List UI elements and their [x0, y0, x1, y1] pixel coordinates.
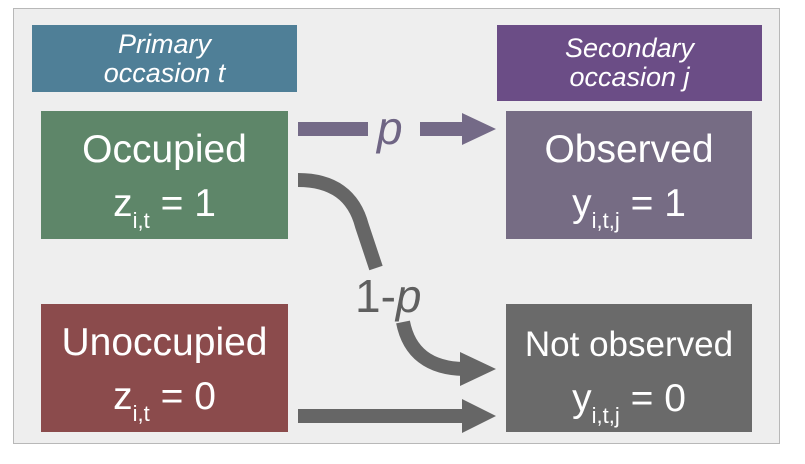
certain-arrow-head	[462, 399, 496, 433]
occupied-box: Occupied zi,t = 1	[41, 111, 288, 239]
one-minus-p-arrow-upper	[297, 173, 383, 271]
occupied-var-symbol: z	[113, 182, 133, 225]
p-arrow-label: p	[377, 102, 403, 154]
unoccupied-label: Unoccupied	[61, 321, 268, 364]
secondary-occasion-header: Secondary occasion j	[497, 25, 762, 101]
one-minus-p-arrow-head	[460, 352, 496, 386]
observed-variable: yi,t,j = 1	[506, 182, 752, 243]
primary-header-line2: occasion t	[103, 57, 226, 88]
not-observed-var-subscript: i,t,j	[591, 403, 620, 428]
observed-var-subscript: i,t,j	[591, 208, 620, 233]
p-arrow-head	[462, 113, 496, 145]
one-minus-p-symbol: p	[395, 270, 422, 322]
observed-var-value: = 1	[630, 182, 686, 225]
unoccupied-var-subscript: i,t	[132, 401, 150, 426]
observed-box: Observed yi,t,j = 1	[506, 111, 752, 239]
occupied-variable: zi,t = 1	[41, 182, 288, 243]
occupied-var-value: = 1	[160, 182, 216, 225]
unoccupied-var-value: = 0	[160, 375, 216, 418]
not-observed-var-value: = 0	[630, 377, 686, 420]
primary-occasion-header: Primary occasion t	[32, 25, 297, 92]
unoccupied-box: Unoccupied zi,t = 0	[41, 304, 288, 432]
not-observed-box: Not observed yi,t,j = 0	[506, 304, 752, 432]
one-minus-p-prefix: 1-	[355, 270, 396, 322]
one-minus-p-arrow-label: 1-p	[355, 273, 422, 319]
secondary-header-line2: occasion j	[569, 62, 690, 92]
not-observed-label: Not observed	[524, 325, 734, 364]
primary-header-line1: Primary	[118, 28, 211, 59]
occupied-label: Occupied	[82, 128, 247, 171]
observed-var-symbol: y	[572, 182, 592, 225]
not-observed-var-symbol: y	[572, 377, 592, 420]
observed-label: Observed	[544, 128, 714, 171]
unoccupied-var-symbol: z	[113, 375, 133, 418]
occupied-var-subscript: i,t	[132, 208, 150, 233]
unoccupied-variable: zi,t = 0	[41, 375, 288, 436]
secondary-header-line1: Secondary	[564, 33, 695, 63]
one-minus-p-arrow-lower	[396, 320, 465, 376]
not-observed-variable: yi,t,j = 0	[506, 377, 752, 438]
